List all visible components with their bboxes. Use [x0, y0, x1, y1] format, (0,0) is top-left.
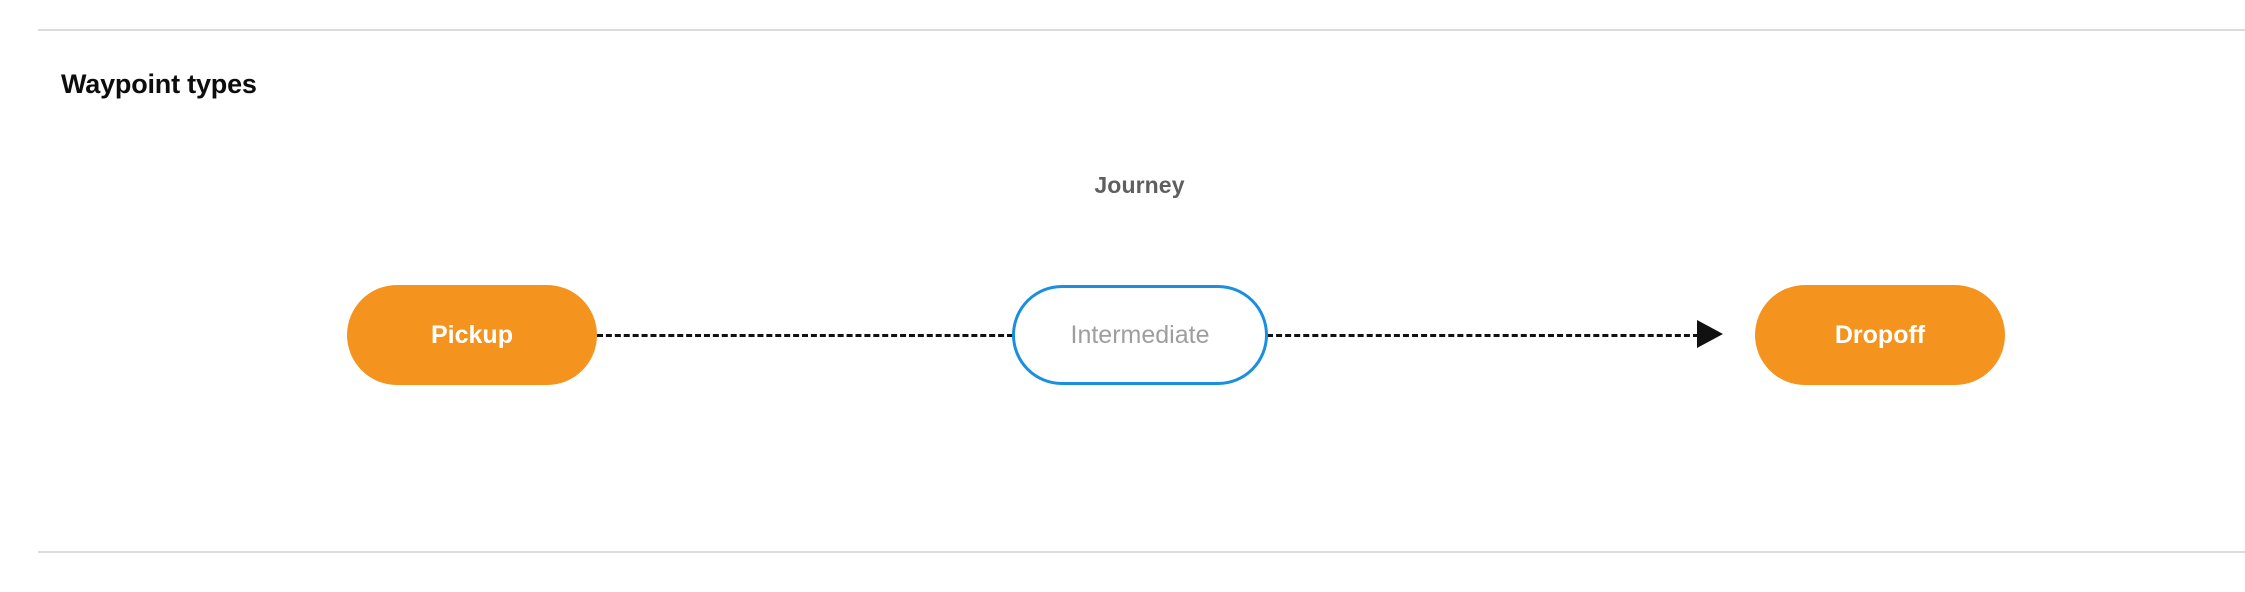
- node-pickup[interactable]: Pickup: [347, 285, 597, 385]
- node-intermediate[interactable]: Intermediate: [1012, 285, 1268, 385]
- node-dropoff[interactable]: Dropoff: [1755, 285, 2005, 385]
- top-divider: [38, 29, 2245, 31]
- node-intermediate-label: Intermediate: [1070, 320, 1210, 349]
- journey-group-label-text: Journey: [1094, 172, 1185, 198]
- node-dropoff-label: Dropoff: [1834, 320, 1926, 349]
- edge-pickup-to-intermediate: [597, 334, 1013, 337]
- node-pickup-label: Pickup: [431, 320, 513, 349]
- bottom-divider: [38, 551, 2245, 553]
- journey-group-label: Journey: [0, 172, 2245, 199]
- page-title: Waypoint types: [61, 69, 257, 99]
- arrowhead-icon: [1697, 320, 1723, 348]
- edge-intermediate-to-dropoff: [1267, 334, 1699, 337]
